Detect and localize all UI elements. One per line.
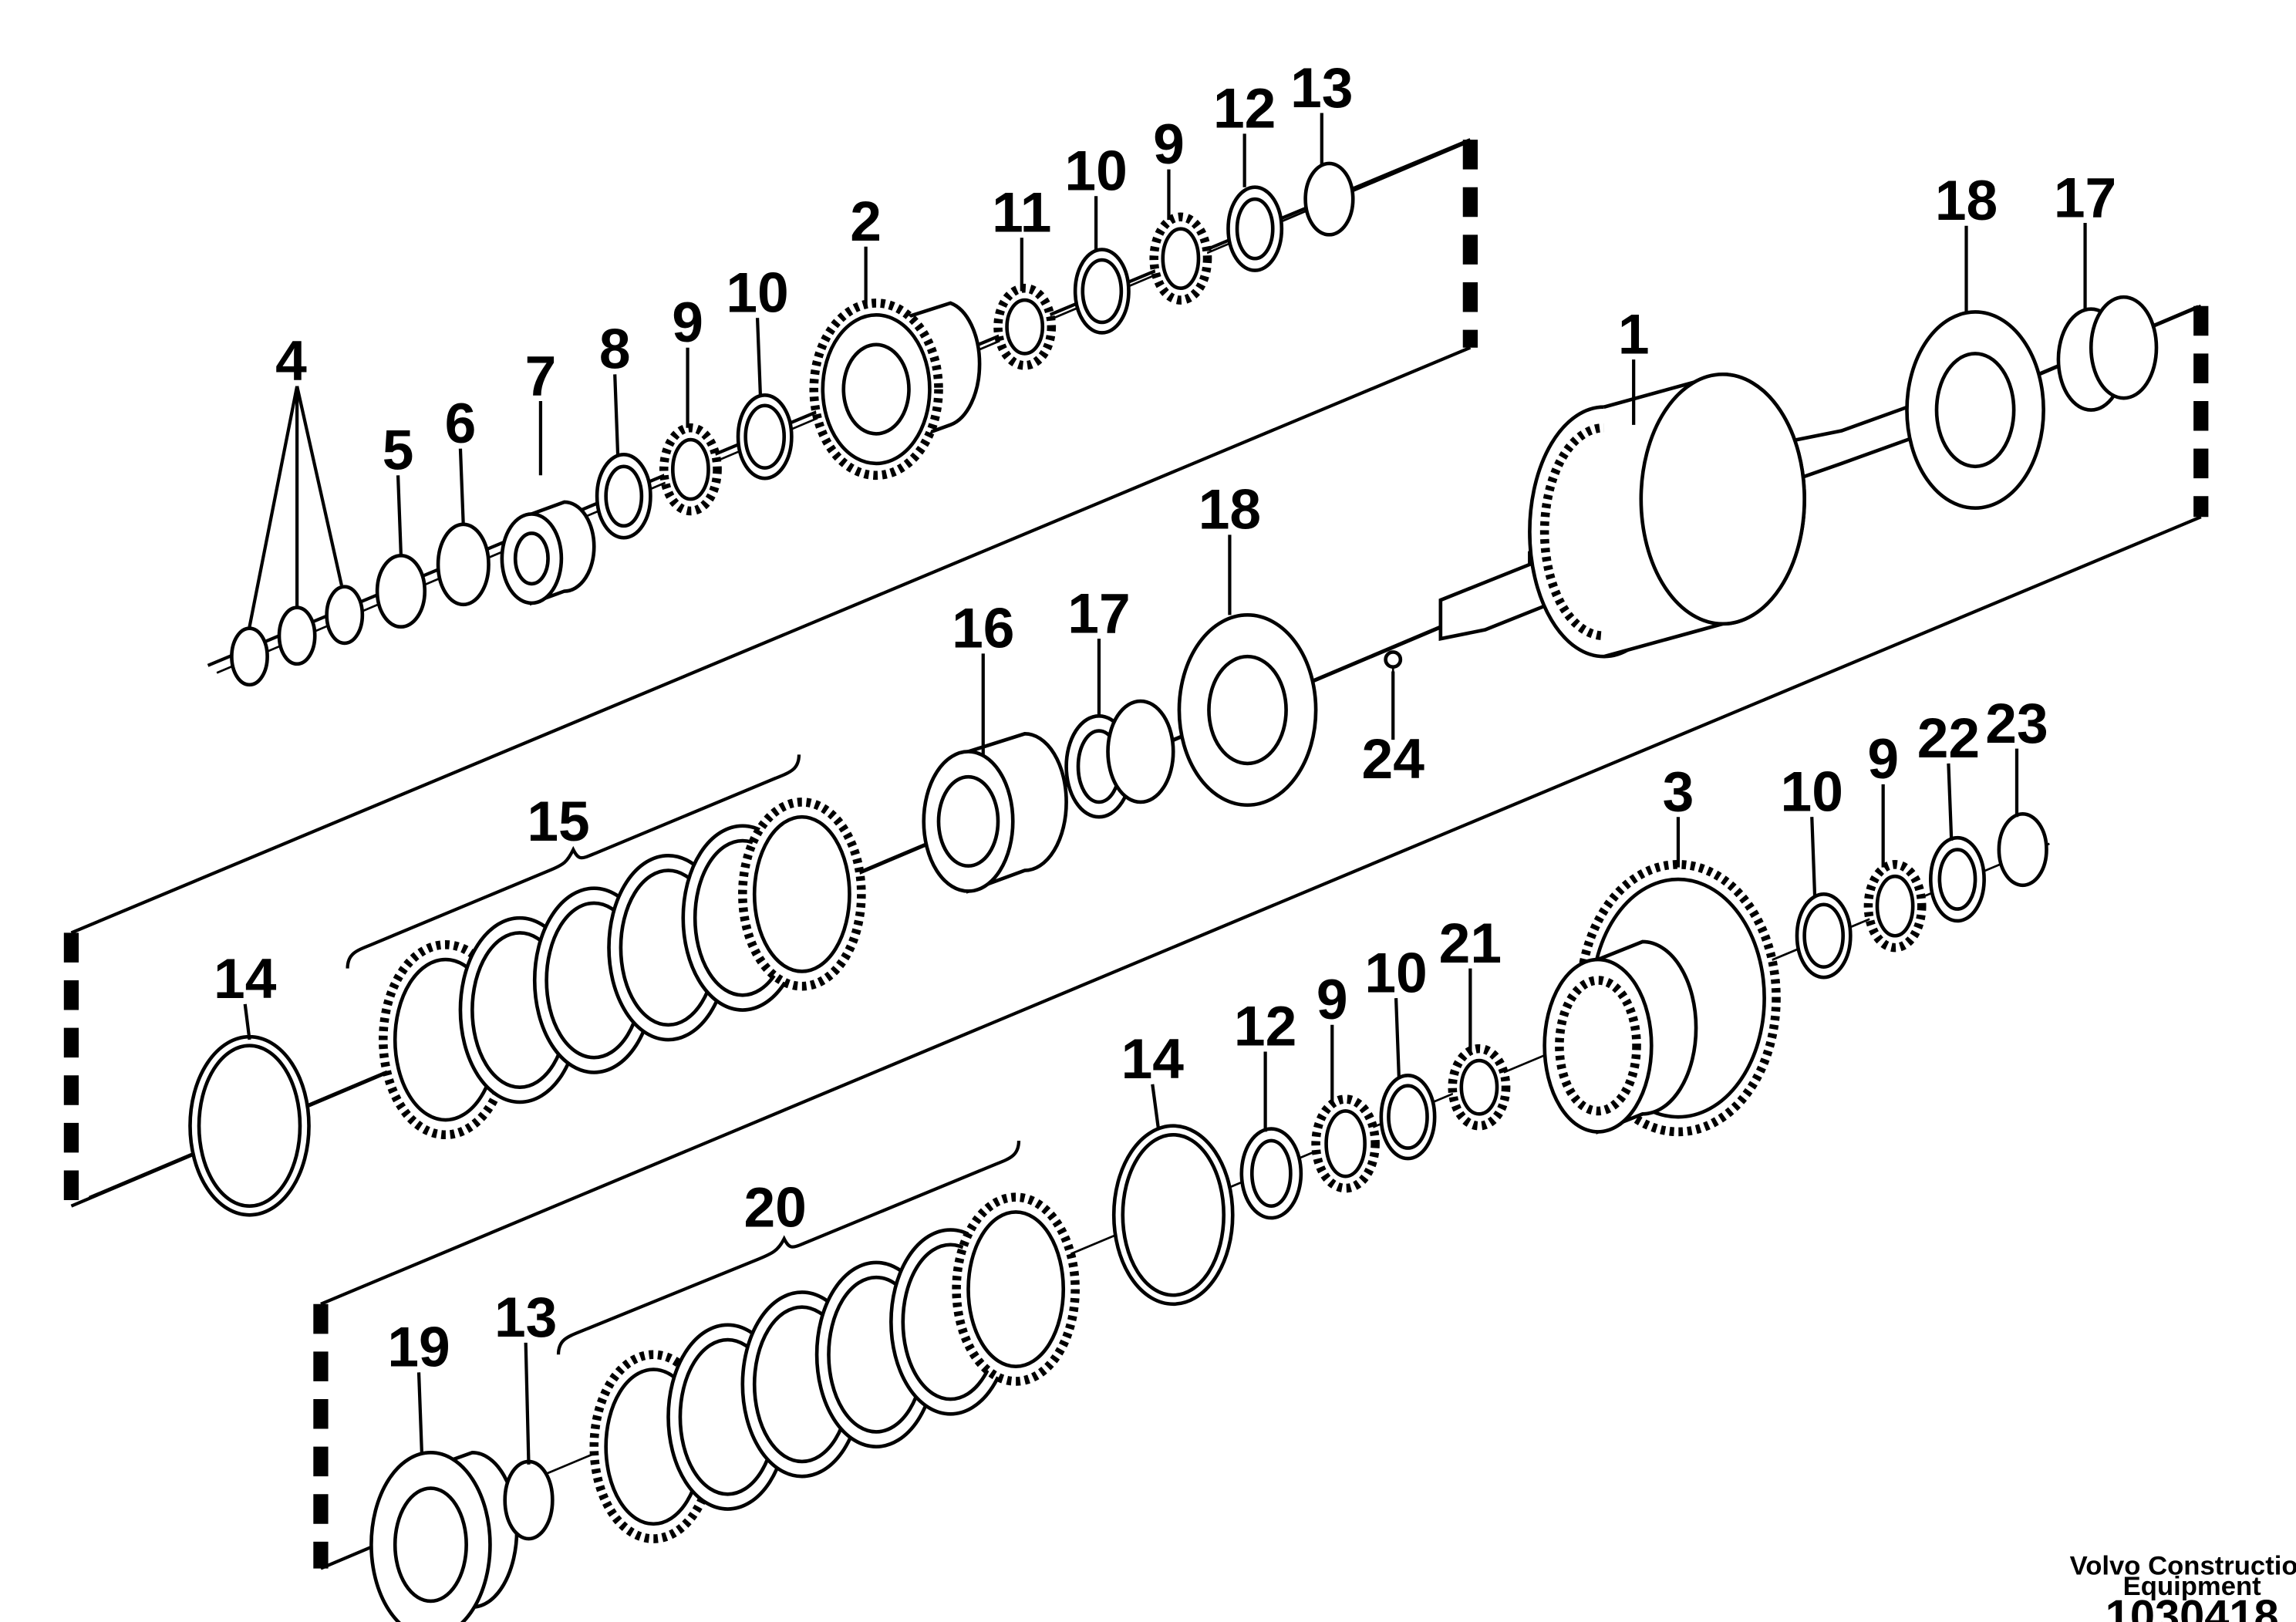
callout-8: 8 (599, 318, 631, 381)
callout-10-strip1-b: 10 (1064, 140, 1127, 203)
leader-lines (243, 113, 2087, 1465)
callout-15: 15 (527, 790, 589, 853)
callout-10-strip3-left: 10 (1364, 941, 1427, 1004)
callout-23: 23 (1985, 692, 2048, 755)
callout-9-strip1-a: 9 (672, 291, 703, 354)
callout-7: 7 (525, 344, 557, 407)
callout-1: 1 (1618, 302, 1650, 366)
strip-3-parts (341, 812, 2050, 1622)
callout-10-strip3-right: 10 (1781, 760, 1843, 824)
callout-21: 21 (1439, 912, 1502, 975)
callout-2: 2 (850, 190, 882, 253)
callout-6: 6 (445, 392, 477, 455)
strip-2-parts (89, 295, 2199, 1217)
callout-4: 4 (275, 329, 307, 393)
callout-13-strip3: 13 (494, 1286, 557, 1349)
callout-14-strip2: 14 (214, 947, 277, 1010)
strip-1-parts (216, 141, 1468, 687)
callout-13-strip1: 13 (1290, 56, 1353, 120)
callout-18-strip2-right: 18 (1935, 169, 1998, 232)
callout-17-strip2-left: 17 (1067, 582, 1130, 645)
callout-19: 19 (387, 1316, 450, 1379)
drawing-number: 1030418 (2106, 1591, 2279, 1622)
brand-line-2: Equipment (2123, 1572, 2262, 1601)
callout-12-strip1: 12 (1213, 77, 1276, 140)
callout-11: 11 (992, 181, 1051, 244)
callout-labels: 1 2 3 4 5 6 7 8 9 10 9 11 10 12 13 18 17… (214, 56, 2116, 1379)
callout-20: 20 (743, 1176, 806, 1239)
callout-12-strip3: 12 (1234, 995, 1296, 1058)
callout-9-strip1-b: 9 (1153, 113, 1185, 176)
callout-3: 3 (1663, 760, 1694, 824)
callout-9-strip3-right: 9 (1867, 727, 1899, 791)
callout-24: 24 (1362, 727, 1425, 791)
callout-10-strip1-a: 10 (726, 261, 788, 324)
callout-18-strip2-left: 18 (1199, 478, 1261, 541)
callout-14-strip3: 14 (1121, 1027, 1185, 1091)
callout-5: 5 (383, 419, 414, 482)
braces (346, 754, 1021, 1355)
callout-9-strip3-left: 9 (1317, 968, 1348, 1031)
callout-16: 16 (952, 597, 1014, 660)
callout-22: 22 (1917, 706, 1980, 770)
callout-17-strip2-right: 17 (2054, 166, 2116, 229)
footer: Volvo Construction Equipment 1030418 (2070, 1551, 2296, 1622)
brand-line-1: Volvo Construction (2070, 1551, 2296, 1580)
